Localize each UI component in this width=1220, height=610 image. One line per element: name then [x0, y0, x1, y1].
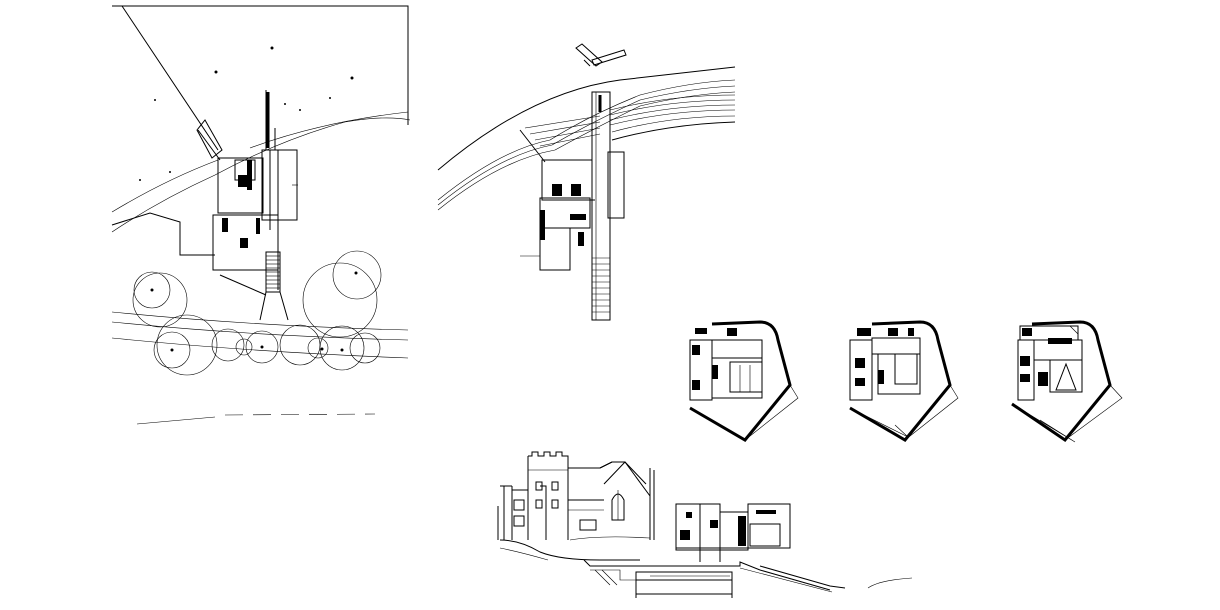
elevation-house: [675, 503, 791, 562]
roof-plan: [437, 43, 736, 321]
roof-canopy: [575, 43, 627, 67]
site-trees: [132, 250, 382, 376]
floor-plan-2: [849, 320, 959, 442]
roof-building: [520, 151, 625, 271]
elevation: [497, 451, 913, 598]
site-stair: [219, 251, 289, 321]
elevation-terrace: [583, 559, 846, 598]
elevation-chapel: [568, 461, 655, 540]
site-plan: [111, 5, 411, 425]
roof-stair: [591, 250, 610, 320]
floor-plan-3: [1011, 320, 1123, 443]
elevation-castle: [497, 451, 569, 540]
site-building: [212, 90, 298, 290]
floor-plan-1: [689, 320, 799, 442]
